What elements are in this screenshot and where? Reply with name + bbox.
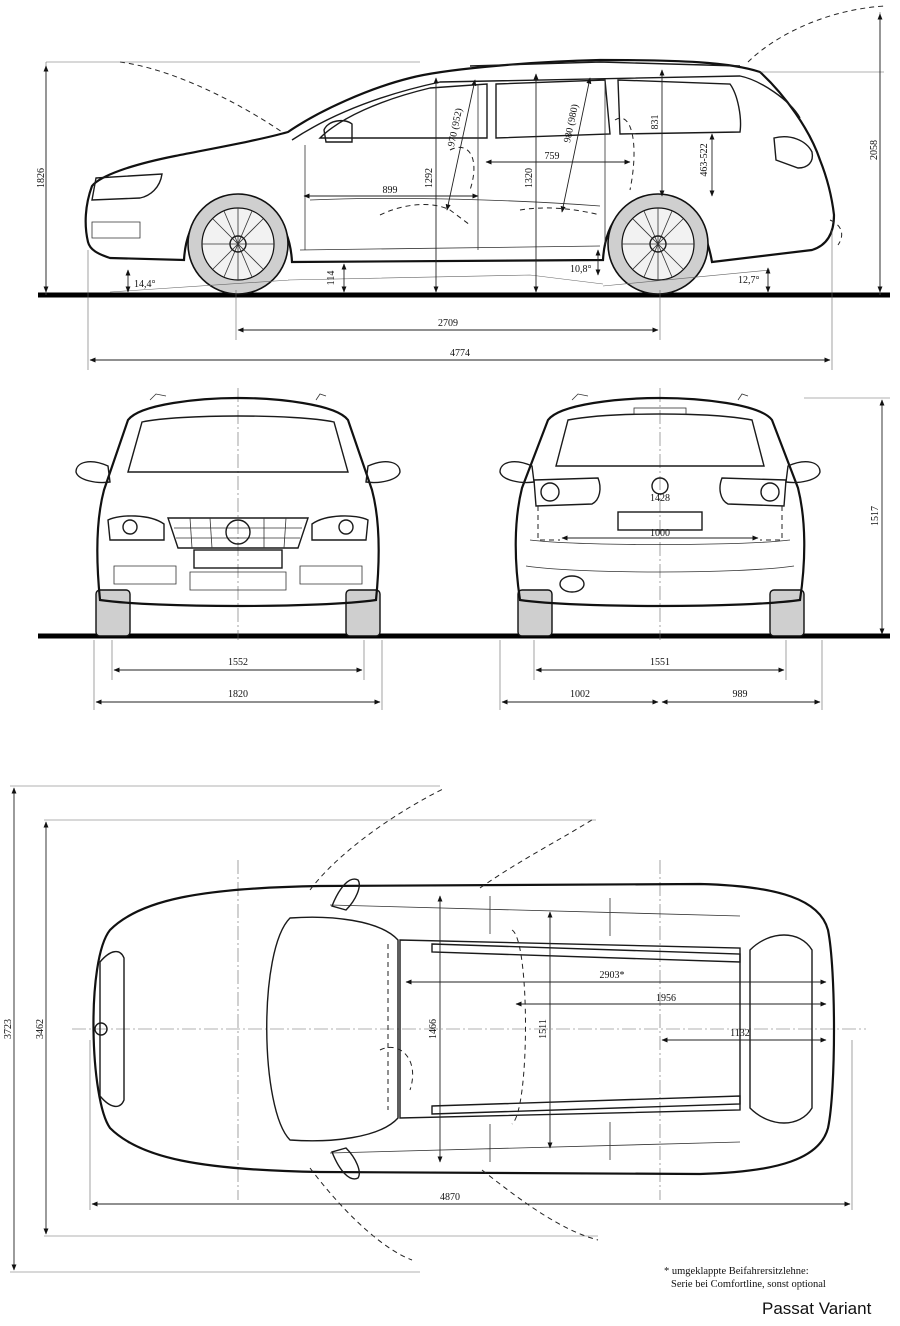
label-rear-headroom: 980 (980) xyxy=(562,103,581,144)
side-headlight xyxy=(91,173,163,201)
front-roof-rails xyxy=(149,393,327,401)
side-bumper-swing xyxy=(829,219,843,246)
label-loading-width: 1428 xyxy=(650,493,670,504)
label-sill: 463-522 xyxy=(699,143,710,176)
label-front-width: 1820 xyxy=(228,689,248,700)
front-mirror-right xyxy=(365,461,401,484)
label-top-1132: 1132 xyxy=(730,1028,750,1039)
front-vw-logo-icon xyxy=(225,519,251,545)
top-door-swings xyxy=(309,787,599,1261)
dim-line-front-headroom xyxy=(445,79,477,211)
front-grille xyxy=(167,517,309,549)
top-body-outline xyxy=(92,882,836,1176)
label-rear-track: 1551 xyxy=(650,657,670,668)
front-view: 1552 1820 xyxy=(38,388,890,710)
label-height-open: 2058 xyxy=(869,140,880,160)
label-front-track: 1552 xyxy=(228,657,248,668)
label-departure: 12,7° xyxy=(738,275,760,286)
side-sill xyxy=(299,245,601,251)
side-seat-outlines xyxy=(379,117,635,226)
label-rear-height: 1517 xyxy=(870,506,881,526)
footnote-line-1: * umgeklappte Beifahrersitzlehne: xyxy=(664,1266,809,1277)
rear-view: 1000 1428 1551 1002 989 1517 xyxy=(499,388,890,710)
side-taillight xyxy=(773,136,814,169)
front-lower-grilles xyxy=(113,565,363,591)
top-mirror-left xyxy=(331,878,360,911)
side-front-wheel xyxy=(187,193,289,295)
rear-mirror-right xyxy=(785,461,821,484)
side-hood-swing xyxy=(119,61,283,133)
label-tailgate-width: 1000 xyxy=(650,528,670,539)
top-windshield xyxy=(266,916,399,1142)
label-approach: 14,4° xyxy=(134,279,156,290)
model-name: Passat Variant xyxy=(762,1299,872,1318)
label-rear-right: 989 xyxy=(733,689,748,700)
label-length: 4774 xyxy=(450,348,470,359)
top-roof xyxy=(399,939,741,1119)
label-top-4870: 4870 xyxy=(440,1192,460,1203)
rear-roof-rails xyxy=(571,393,749,401)
footnote: * umgeklappte Beifahrersitzlehne: Serie … xyxy=(664,1265,894,1291)
label-1320: 1320 xyxy=(524,168,535,188)
rear-license-plate xyxy=(617,511,703,531)
label-clearance: 114 xyxy=(326,271,337,286)
side-beltline xyxy=(309,197,601,207)
side-roofline xyxy=(291,75,801,141)
rear-spoiler-light xyxy=(633,407,687,415)
dim-line-rear-headroom xyxy=(560,77,592,213)
rear-vw-logo-icon xyxy=(651,477,669,495)
side-tailgate-swing xyxy=(747,5,886,63)
label-top-3462: 3462 xyxy=(35,1019,46,1039)
front-body-outline xyxy=(96,396,380,608)
top-front-bumper xyxy=(99,951,125,1107)
front-headlight-left xyxy=(107,515,165,541)
rear-exhaust xyxy=(559,575,585,593)
side-door-seams xyxy=(304,80,606,250)
rear-opening-outline xyxy=(537,506,783,541)
rear-mirror-left xyxy=(499,461,535,484)
front-mirror-left xyxy=(75,461,111,484)
label-831: 831 xyxy=(650,115,661,130)
side-view: 1826 2058 2709 4774 899 759 114 1292 132… xyxy=(36,5,890,370)
label-wheelbase: 2709 xyxy=(438,318,458,329)
label-top-1466: 1466 xyxy=(428,1019,439,1039)
rear-body-outline xyxy=(514,396,806,608)
rear-taillight-left xyxy=(533,477,601,507)
rear-bumper-lines xyxy=(525,539,795,573)
side-fog-grille xyxy=(91,221,141,239)
footnote-line-2: Serie bei Comfortline, sonst optional xyxy=(671,1279,826,1290)
side-rear-wheel xyxy=(607,193,709,295)
top-view: 3723 3462 1466 1511 2903* 1956 1132 4870 xyxy=(3,785,866,1273)
label-top-1511: 1511 xyxy=(538,1019,549,1039)
top-roof-rails xyxy=(431,943,741,1115)
label-top-1956: 1956 xyxy=(656,993,676,1004)
top-seat-outlines xyxy=(379,929,526,1125)
label-759: 759 xyxy=(545,151,560,162)
side-mirror xyxy=(323,119,353,143)
side-quarter-window xyxy=(617,79,742,135)
top-door-lines xyxy=(329,896,741,1162)
side-rear-window xyxy=(495,79,611,139)
front-windshield xyxy=(127,415,349,473)
label-top-3723: 3723 xyxy=(3,1019,14,1039)
label-rear-left: 1002 xyxy=(570,689,590,700)
label-ramp: 10,8° xyxy=(570,264,592,275)
front-headlight-right xyxy=(311,515,369,541)
label-899: 899 xyxy=(383,185,398,196)
side-roof-rail xyxy=(469,61,741,67)
label-1292: 1292 xyxy=(424,168,435,188)
top-rear-window xyxy=(749,934,813,1124)
side-front-window xyxy=(318,83,488,139)
label-top-2903: 2903* xyxy=(600,970,625,981)
top-vw-logo-icon xyxy=(94,1022,108,1036)
front-license-plate xyxy=(193,549,283,569)
top-mirror-right xyxy=(331,1147,360,1180)
rear-taillight-right xyxy=(719,477,787,507)
label-height: 1826 xyxy=(36,168,47,188)
